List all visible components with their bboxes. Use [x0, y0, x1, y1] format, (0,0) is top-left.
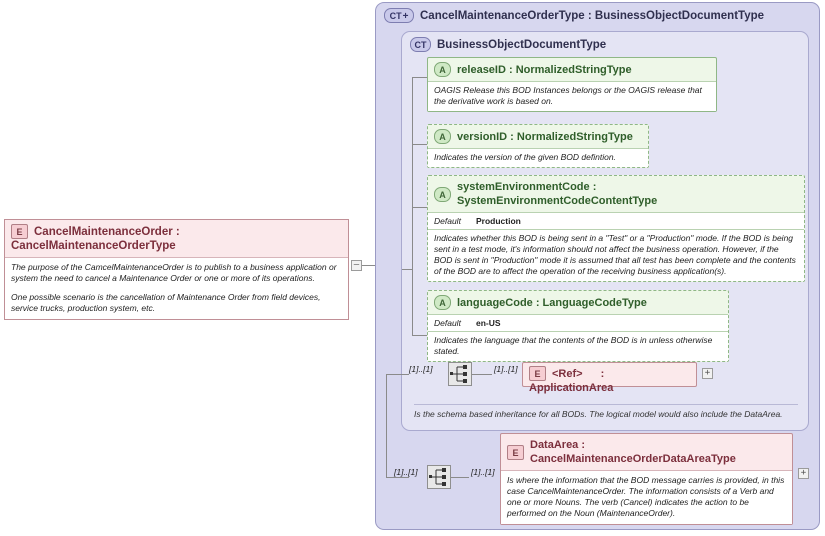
attribute-tree-trunk [412, 77, 413, 335]
element-name-applicationarea: <Ref> [552, 367, 583, 380]
complextype-badge-label: CT [389, 11, 402, 21]
root-element-collapse-toggle[interactable]: – [351, 260, 362, 271]
attribute-default-value: Production [476, 216, 521, 226]
element-header-dataarea: E DataArea : CancelMaintenanceOrderDataAr… [501, 434, 792, 470]
complextype-outer-panel[interactable]: CT+CancelMaintenanceOrderType : Business… [375, 2, 820, 530]
cardinality-label-applicationarea-left: [1]..[1] [409, 364, 433, 374]
root-element-doc-paragraph-1: The purpose of the CamcelMaintenanceOrde… [11, 262, 337, 284]
attribute-name-languagecode: languageCode : LanguageCodeType [457, 296, 647, 309]
sequence-compositor-icon-dataarea[interactable] [427, 465, 451, 489]
root-element-title: CancelMaintenanceOrder : CancelMaintenan… [11, 225, 180, 253]
cardinality-label-applicationarea-right: [1]..[1] [494, 364, 518, 374]
attribute-default-systemenvironmentcode: Default Production [428, 212, 804, 229]
element-type-applicationarea: : ApplicationArea [529, 367, 614, 395]
applicationarea-expand-toggle[interactable]: + [702, 368, 713, 379]
complextype-outer-title: CancelMaintenanceOrderType : BusinessObj… [420, 9, 765, 22]
connector-root-to-complextype [362, 265, 376, 266]
element-header-applicationarea: E <Ref>: ApplicationArea [523, 363, 696, 399]
element-name-dataarea: DataArea : CancelMaintenanceOrderDataAre… [530, 439, 736, 465]
element-box-applicationarea[interactable]: E <Ref>: ApplicationArea [522, 362, 697, 394]
complextype-inner-note: Is the schema based inheritance for all … [414, 404, 798, 420]
connector-sequence-to-dataarea [451, 477, 469, 478]
root-element-doc-paragraph-2: One possible scenario is the cancellatio… [11, 292, 321, 314]
attribute-tree-stem [402, 269, 412, 270]
dataarea-expand-toggle[interactable]: + [798, 468, 809, 479]
attribute-default-label: Default [434, 318, 461, 328]
attribute-badge-icon: A [434, 295, 451, 310]
element-doc-dataarea: Is where the information that the BOD me… [501, 470, 792, 524]
attribute-badge-icon: A [434, 129, 451, 144]
attribute-name-versionid: versionID : NormalizedStringType [457, 130, 633, 143]
cardinality-label-dataarea-left: [1]..[1] [394, 467, 418, 477]
complextype-inner-header: CT BusinessObjectDocumentType [410, 37, 606, 52]
attribute-tree-branch-3 [412, 207, 427, 208]
element-badge-icon: E [507, 444, 524, 460]
attribute-name-systemenvironmentcode: systemEnvironmentCode : SystemEnvironmen… [457, 181, 658, 207]
attribute-doc-systemenvironmentcode: Indicates whether this BOD is being sent… [428, 229, 804, 281]
attribute-default-label: Default [434, 216, 461, 226]
attribute-default-value: en-US [476, 318, 501, 328]
element-badge-icon: E [529, 366, 546, 381]
attribute-box-systemenvironmentcode[interactable]: AsystemEnvironmentCode : SystemEnvironme… [427, 175, 805, 282]
connector-trunk-to-applicationarea [386, 374, 409, 375]
attribute-doc-languagecode: Indicates the language that the contents… [428, 331, 728, 361]
sequence-compositor-icon-applicationarea[interactable] [448, 362, 472, 386]
attribute-tree-branch-4 [412, 335, 427, 336]
complextype-inner-title: BusinessObjectDocumentType [437, 38, 607, 51]
attribute-badge-icon: A [434, 186, 451, 202]
attribute-badge-icon: A [434, 62, 451, 77]
complextype-expand-icon[interactable]: + [402, 11, 409, 22]
complextype-inner-badge-icon: CT [410, 37, 431, 52]
element-box-dataarea[interactable]: E DataArea : CancelMaintenanceOrderDataAr… [500, 433, 793, 525]
complextype-badge-icon[interactable]: CT+ [384, 8, 414, 23]
connector-trunk-vertical [386, 374, 387, 477]
attribute-doc-versionid: Indicates the version of the given BOD d… [428, 148, 648, 167]
connector-sequence-to-applicationarea [472, 374, 492, 375]
attribute-name-releaseid: releaseID : NormalizedStringType [457, 63, 632, 76]
connector-trunk-to-dataarea [386, 477, 409, 478]
attribute-default-languagecode: Default en-US [428, 314, 728, 331]
element-badge-icon: E [11, 224, 28, 239]
cardinality-label-dataarea-right: [1]..[1] [471, 467, 495, 477]
attribute-header-systemenvironmentcode: AsystemEnvironmentCode : SystemEnvironme… [428, 176, 804, 212]
attribute-tree-branch-1 [412, 77, 427, 78]
root-element-documentation: The purpose of the CamcelMaintenanceOrde… [5, 257, 348, 320]
attribute-tree-branch-2 [412, 144, 427, 145]
complextype-outer-header: CT+ CancelMaintenanceOrderType : Business… [384, 8, 764, 23]
attribute-doc-releaseid: OAGIS Release this BOD Instances belongs… [428, 81, 716, 111]
